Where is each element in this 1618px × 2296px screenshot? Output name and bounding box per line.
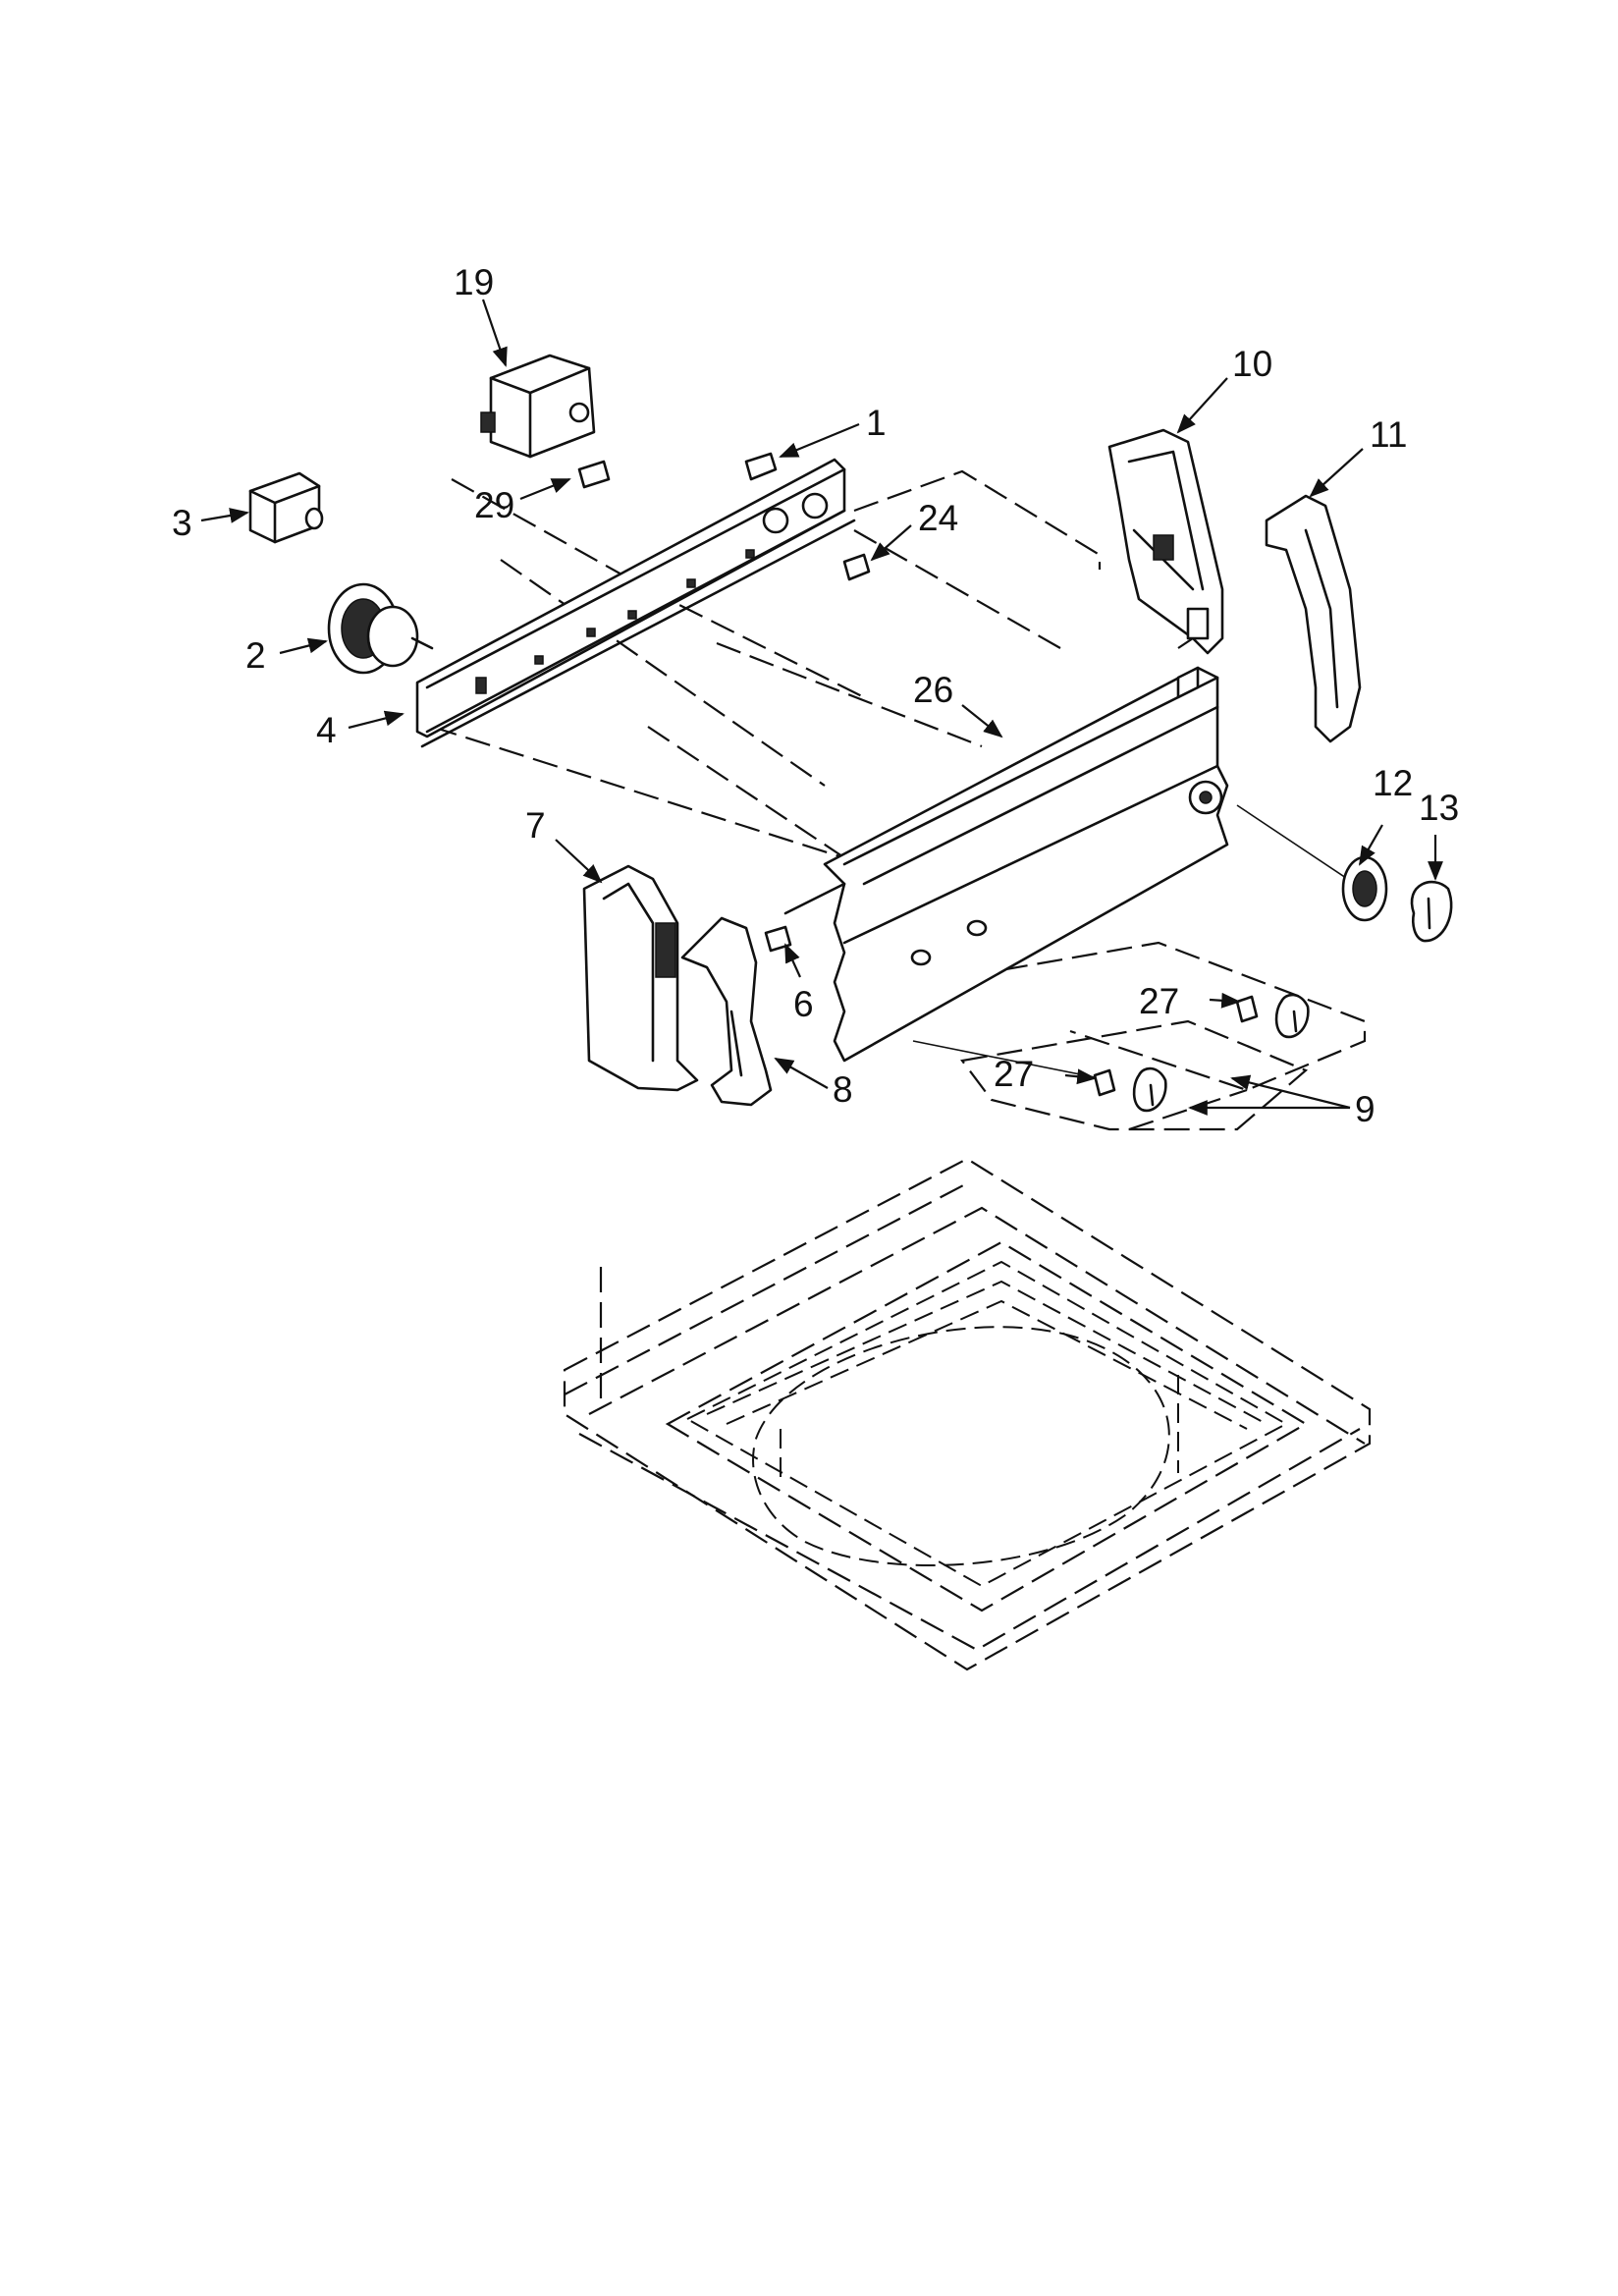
knob-13 xyxy=(1410,880,1453,943)
label-19: 19 xyxy=(454,262,494,302)
leader-lines xyxy=(200,299,1443,1116)
label-1: 1 xyxy=(866,403,887,443)
knob-skirt-12 xyxy=(1341,855,1388,922)
rotary-switch-part xyxy=(248,471,324,544)
washer-top-outline xyxy=(563,1157,1372,1671)
knob-9-upper xyxy=(1235,993,1310,1039)
label-12: 12 xyxy=(1373,763,1413,803)
part-number-labels: 19 1 29 3 24 10 11 2 4 26 12 13 7 6 27 2… xyxy=(172,262,1459,1129)
alignment-lines xyxy=(431,469,1367,1131)
screw-1 xyxy=(744,452,778,481)
label-6: 6 xyxy=(793,984,814,1024)
label-8: 8 xyxy=(833,1069,853,1110)
label-27-lower: 27 xyxy=(994,1054,1034,1094)
label-27-upper: 27 xyxy=(1139,981,1179,1021)
label-29: 29 xyxy=(474,485,514,525)
switch-part xyxy=(480,354,596,459)
control-panel-bracket xyxy=(415,458,856,748)
label-11: 11 xyxy=(1370,414,1407,455)
label-2: 2 xyxy=(245,635,266,676)
label-13: 13 xyxy=(1419,788,1459,828)
label-26: 26 xyxy=(913,670,953,710)
screw-29 xyxy=(577,460,611,489)
left-end-cap xyxy=(582,864,699,1092)
label-7: 7 xyxy=(525,805,546,846)
right-end-cap xyxy=(1107,428,1224,655)
label-3: 3 xyxy=(172,503,192,543)
screw-24 xyxy=(842,553,871,581)
label-9: 9 xyxy=(1355,1089,1375,1129)
timer-part xyxy=(327,582,434,675)
left-end-trim xyxy=(680,916,773,1107)
label-4: 4 xyxy=(316,710,337,750)
label-10: 10 xyxy=(1232,344,1272,384)
label-24: 24 xyxy=(918,498,958,538)
knob-9-lower xyxy=(1093,1066,1167,1113)
console-panel xyxy=(783,666,1229,1063)
right-end-trim xyxy=(1265,494,1362,743)
